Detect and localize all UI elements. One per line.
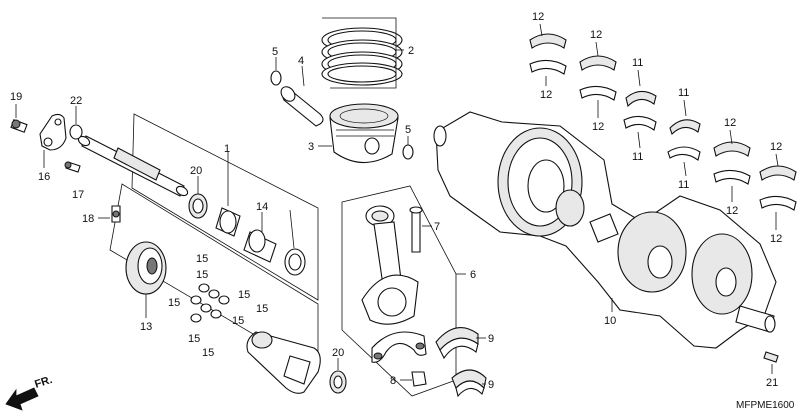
piston-clip-lower[interactable] (402, 144, 414, 160)
callout-5-lower: 5 (405, 124, 411, 136)
callout-9-lower: 9 (488, 379, 494, 391)
callout-11-a: 11 (632, 57, 643, 69)
callout-12-e: 12 (724, 117, 736, 129)
needle-bearing-upper[interactable] (215, 207, 241, 237)
bolt-19[interactable] (10, 119, 28, 133)
crank-key[interactable] (763, 351, 779, 363)
callout-4: 4 (298, 55, 304, 67)
balancer-shaft[interactable] (77, 135, 189, 198)
callout-9-upper: 9 (488, 333, 494, 345)
rod-bolt[interactable] (409, 206, 423, 253)
callout-20-lower: 20 (332, 347, 344, 359)
rod-nut[interactable] (411, 371, 427, 387)
callout-15-a: 15 (196, 253, 208, 265)
callout-12-f: 12 (726, 205, 738, 217)
callout-12-a: 12 (532, 11, 544, 23)
callout-12-g: 12 (770, 141, 782, 153)
rod-bearing-lower[interactable] (451, 369, 487, 398)
callout-5-upper: 5 (272, 46, 278, 58)
callout-19: 19 (10, 91, 22, 103)
bolt-18[interactable] (111, 205, 121, 223)
callout-12-d: 12 (592, 121, 604, 133)
callout-3: 3 (308, 141, 314, 153)
needle-bearing-lower[interactable] (284, 248, 306, 276)
callout-11-c: 11 (678, 87, 689, 99)
o-ring-22[interactable] (69, 124, 83, 140)
main-bearing-11b[interactable] (667, 119, 701, 161)
piston-rings[interactable] (321, 27, 403, 86)
connecting-rod[interactable] (361, 205, 419, 325)
callout-22: 22 (70, 95, 82, 107)
callout-15-b: 15 (196, 269, 208, 281)
bolt-17[interactable] (64, 161, 81, 173)
callout-17: 17 (72, 189, 84, 201)
callout-14: 14 (256, 201, 268, 213)
main-bearing-12c[interactable] (713, 141, 751, 185)
balancer-weight[interactable] (246, 331, 321, 394)
callout-12-b: 12 (540, 89, 552, 101)
balancer-gear[interactable] (125, 241, 167, 295)
callout-13: 13 (140, 321, 152, 333)
crankshaft[interactable] (433, 111, 777, 349)
callout-11-b: 11 (632, 151, 643, 163)
callout-2: 2 (408, 45, 414, 57)
main-bearing-11a[interactable] (623, 90, 657, 131)
callout-15-h: 15 (202, 347, 214, 359)
callout-7: 7 (434, 221, 440, 233)
bearing-20-upper[interactable] (188, 193, 208, 219)
callout-8: 8 (390, 375, 396, 387)
piston[interactable] (329, 103, 399, 164)
piston-clip-upper[interactable] (270, 70, 282, 86)
damper-springs[interactable] (190, 283, 230, 323)
bearing-20-lower[interactable] (329, 370, 347, 394)
callout-15-f: 15 (232, 315, 244, 327)
callout-20-upper: 20 (190, 165, 202, 177)
reference-code: MFPME1600 (736, 400, 795, 411)
front-direction-arrow-icon (5, 387, 39, 411)
callout-16: 16 (38, 171, 50, 183)
rod-bearing-upper[interactable] (435, 327, 479, 360)
callout-15-g: 15 (188, 333, 200, 345)
piston-pin[interactable] (278, 84, 324, 127)
rod-cap[interactable] (371, 331, 427, 363)
callout-12-h: 12 (770, 233, 782, 245)
callout-1: 1 (224, 143, 230, 155)
callout-15-e: 15 (256, 303, 268, 315)
callout-21: 21 (766, 377, 778, 389)
callout-12-c: 12 (590, 29, 602, 41)
direction-label: FR. (33, 374, 54, 391)
callout-18: 18 (82, 213, 94, 225)
callout-15-d: 15 (238, 289, 250, 301)
main-bearing-12b[interactable] (579, 55, 617, 101)
bearing-collar[interactable] (243, 229, 277, 263)
callout-15-c: 15 (168, 297, 180, 309)
main-bearing-12d[interactable] (759, 165, 797, 211)
callout-11-d: 11 (678, 179, 689, 191)
main-bearing-12a[interactable] (529, 33, 567, 75)
balancer-holder-16[interactable] (39, 113, 67, 151)
callout-6: 6 (470, 269, 476, 281)
callout-10: 10 (604, 315, 616, 327)
